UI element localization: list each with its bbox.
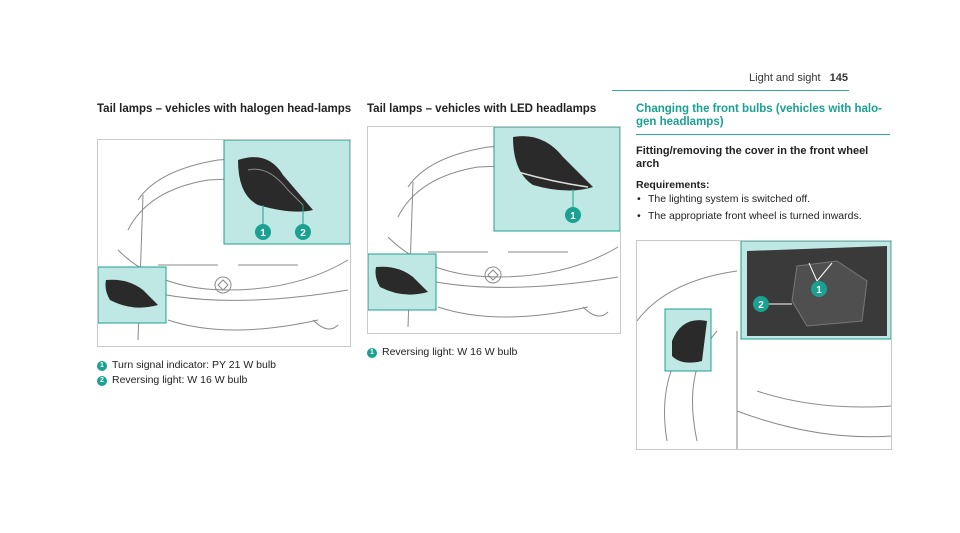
callout-1: 1 — [811, 281, 827, 297]
svg-text:1: 1 — [260, 228, 266, 239]
legend-text: Reversing light: W 16 W bulb — [382, 346, 518, 358]
figure-wheel-arch: 1 2 — [636, 240, 892, 450]
callout-1: 1 — [255, 224, 271, 240]
callout-2: 2 — [295, 224, 311, 240]
svg-text:2: 2 — [300, 228, 306, 239]
legend-number: 1 — [97, 360, 107, 371]
section-heading: Changing the front bulbs (vehicles with … — [636, 103, 882, 128]
legend-item: 2 Reversing light: W 16 W bulb — [97, 373, 276, 388]
svg-text:1: 1 — [570, 211, 576, 222]
list-item: The lighting system is switched off. — [637, 193, 891, 206]
legend-number: 1 — [367, 347, 377, 358]
page-header: Light and sight 145 — [749, 72, 848, 84]
figure-led-tail-lamps: 1 — [367, 126, 621, 334]
legend-halogen: 1 Turn signal indicator: PY 21 W bulb 2 … — [97, 358, 276, 388]
column-led-tail-lamps: Tail lamps – vehicles with LED headlamps — [367, 103, 622, 116]
section-heading: Tail lamps – vehicles with LED headlamps — [367, 103, 597, 115]
legend-text: Reversing light: W 16 W bulb — [112, 374, 248, 386]
legend-item: 1 Reversing light: W 16 W bulb — [367, 345, 517, 360]
legend-item: 1 Turn signal indicator: PY 21 W bulb — [97, 358, 276, 373]
section-heading: Tail lamps – vehicles with halogen head-… — [97, 103, 352, 115]
svg-text:1: 1 — [816, 285, 822, 296]
subsection-heading: Fitting/removing the cover in the front … — [636, 145, 869, 170]
section-title: Light and sight — [749, 72, 821, 84]
column-halogen-tail-lamps: Tail lamps – vehicles with halogen head-… — [97, 103, 352, 116]
callout-1: 1 — [565, 207, 581, 223]
legend-text: Turn signal indicator: PY 21 W bulb — [112, 359, 277, 371]
requirements-list: The lighting system is switched off. The… — [636, 193, 891, 223]
list-item: The appropriate front wheel is turned in… — [637, 210, 891, 223]
callout-2: 2 — [753, 296, 769, 312]
svg-text:2: 2 — [758, 300, 764, 311]
column-front-bulbs: Changing the front bulbs (vehicles with … — [636, 103, 891, 227]
figure-halogen-tail-lamps: 1 2 — [97, 139, 351, 347]
requirements-label: Requirements: — [636, 179, 710, 191]
heading-divider — [636, 134, 890, 135]
legend-number: 2 — [97, 375, 107, 386]
page-number: 145 — [829, 72, 848, 84]
header-divider — [612, 90, 849, 91]
legend-led: 1 Reversing light: W 16 W bulb — [367, 345, 517, 360]
